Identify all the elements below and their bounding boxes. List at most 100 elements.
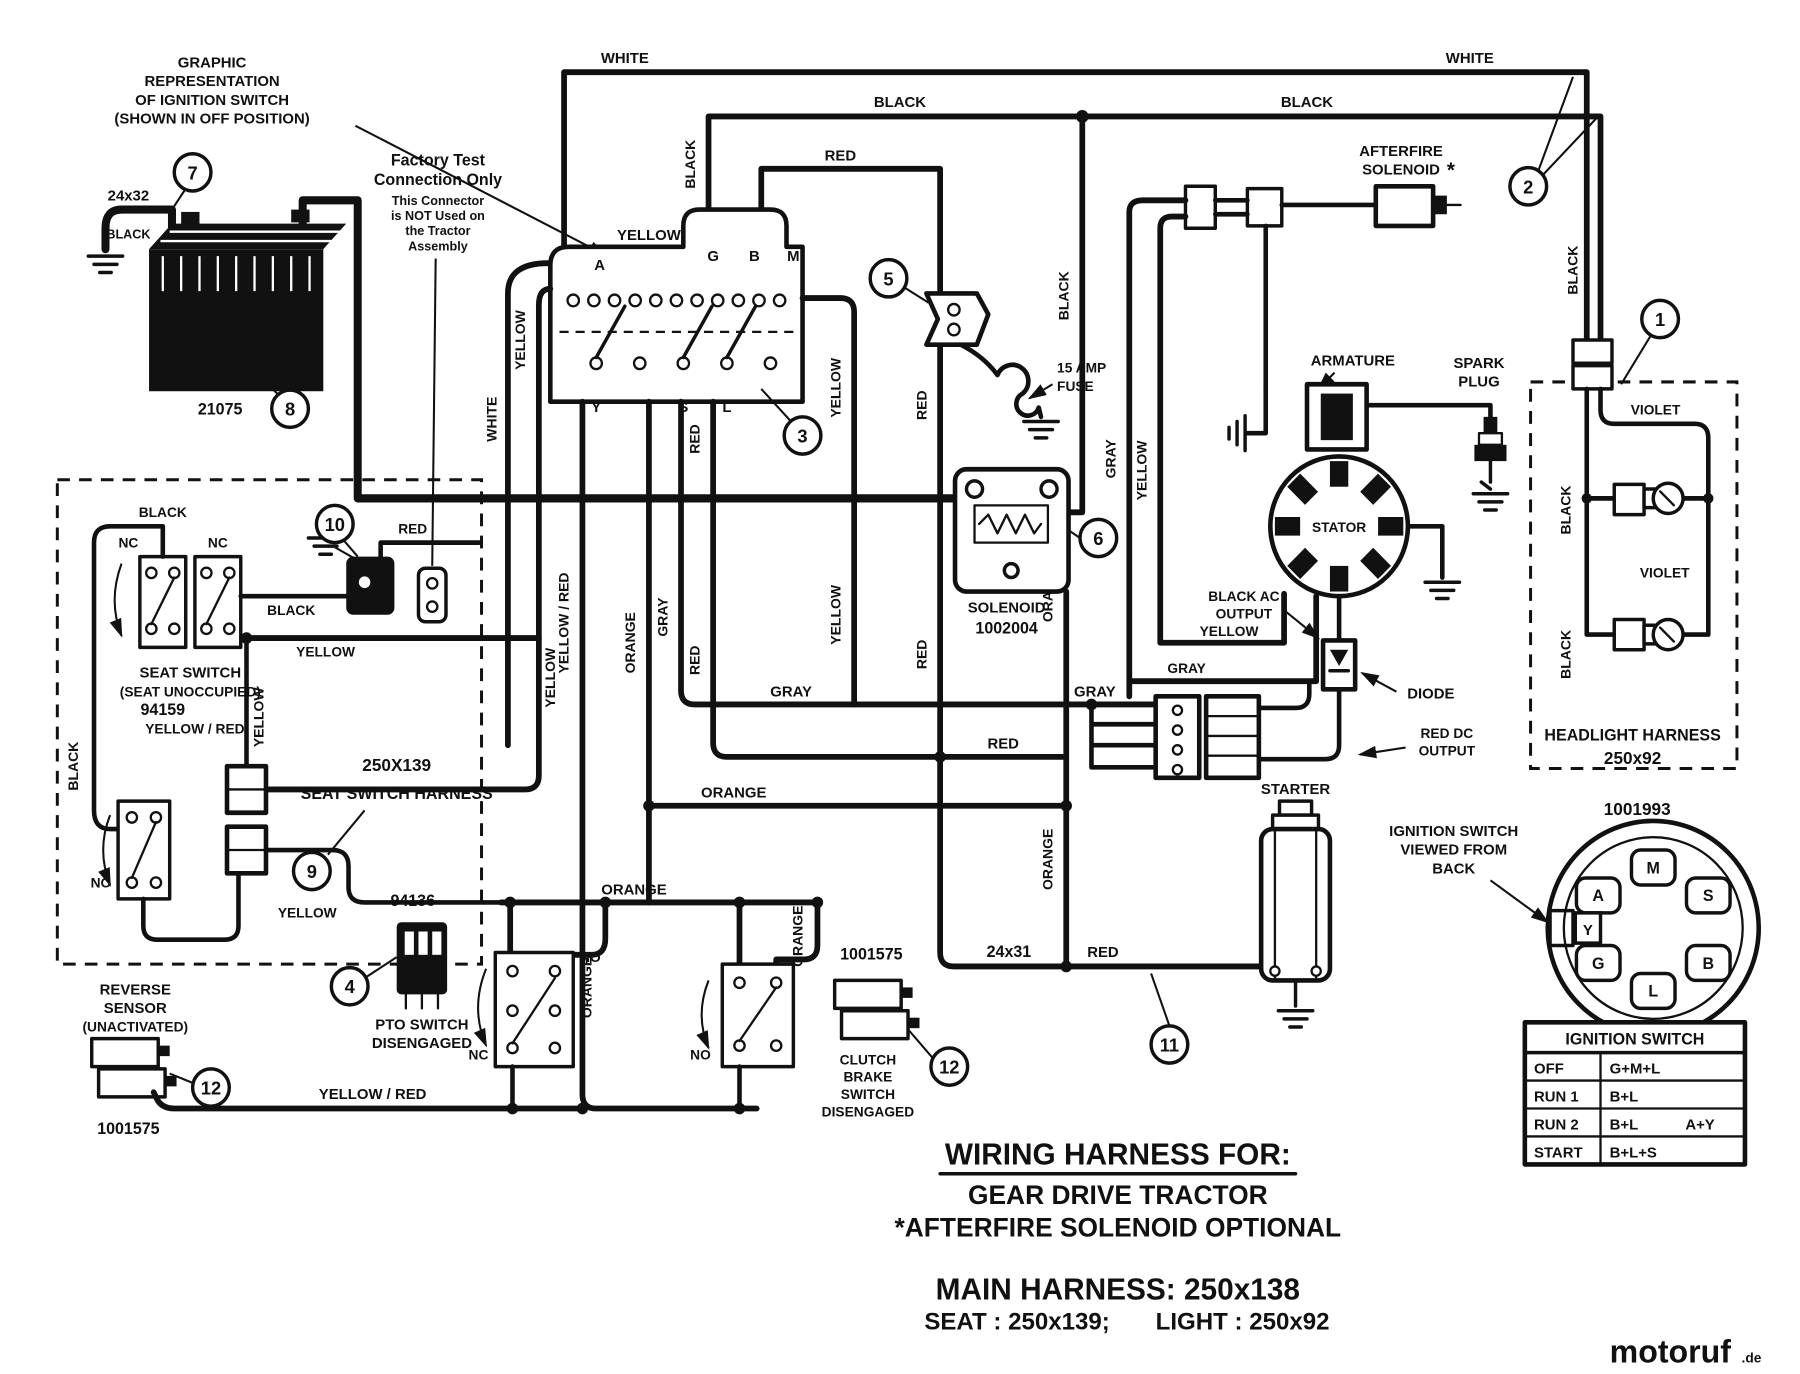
starter-body (1258, 826, 1333, 983)
bulb-filament (1658, 490, 1676, 507)
wire-label-black: BLACK (1565, 246, 1581, 295)
wire-red-top (758, 165, 943, 297)
wire-yellow-right-loop (799, 295, 858, 708)
spark-plug-terminal (1483, 416, 1498, 434)
junction-dot (1060, 799, 1072, 812)
wire-label-orange: ORANGE (1040, 829, 1056, 890)
junction-dot (1581, 493, 1592, 504)
junction-dot (240, 632, 253, 644)
wire-label-gray: GRAY (770, 683, 812, 700)
starter-terminal (1277, 799, 1314, 817)
wire-label-yellow: YELLOW (827, 584, 843, 645)
wire-label-yellow: YELLOW (1200, 623, 1260, 639)
wire-label-white: WHITE (484, 397, 500, 442)
graphic-representation-note: GRAPHIC REPRESENTATION OF IGNITION SWITC… (114, 54, 608, 256)
connector-slot (418, 931, 428, 955)
headlight-dashed-box (1529, 380, 1739, 771)
connector-block-lines (1204, 714, 1260, 757)
wire-black-seat-loop (91, 523, 166, 832)
ground-icon (1423, 580, 1462, 601)
wire-label-black: BLACK (139, 504, 187, 520)
pto-switch-pins (506, 964, 562, 1055)
battery-grid-lines (160, 230, 342, 243)
ignition-terminals: M A S G B L Y (1548, 848, 1732, 1011)
wire-label-orange: ORANGE (701, 785, 766, 802)
connector-slot (404, 931, 414, 955)
afterfire-nub (1433, 195, 1447, 215)
battery-label: BATTERY (223, 336, 287, 352)
callout-leader (169, 1072, 193, 1084)
clutch-switch-pins (733, 976, 783, 1053)
callout-circle-11 (1149, 1024, 1190, 1065)
footer-line1: GEAR DRIVE TRACTOR (968, 1180, 1268, 1210)
wire-orange-clutch-riser2 (773, 899, 821, 968)
headlight-connector (1571, 338, 1614, 366)
connector-pin (425, 576, 439, 590)
wire-label-yellow: YELLOW (617, 227, 682, 244)
fuse-leader (1027, 383, 1054, 400)
pin-label-g: G (707, 248, 719, 265)
engine-area: ARMATURE SPARK PLUG STATOR GRAY YELLOW (1126, 353, 1510, 762)
callout-leader (364, 956, 398, 979)
headlight-harness-label: HEADLIGHT HARNESS (1544, 726, 1721, 744)
wire-label-yellowred: YELLOW / RED (556, 573, 572, 674)
black-ac-label: OUTPUT (1216, 605, 1273, 621)
starter-cable-label: 24x31 (987, 943, 1032, 961)
terminal-y-box (1573, 911, 1603, 945)
battery-cable-label: 24x32 (108, 187, 149, 204)
table-cell-mode: RUN 1 (1534, 1088, 1579, 1105)
junction-dot (733, 1102, 746, 1115)
black-ac-label: BLACK AC (1208, 588, 1279, 604)
clutch-part-number: 1001575 (840, 945, 902, 963)
connector-pins-top (566, 293, 787, 308)
callout-number: 5 (883, 268, 893, 289)
table-cell-extra: A+Y (1685, 1116, 1714, 1133)
wire-diode-out (1256, 687, 1342, 762)
battery-negative-cable (101, 205, 176, 254)
callout-number: 4 (345, 976, 356, 997)
wire-black-headlight (1584, 386, 1617, 637)
callout-circle-1 (1640, 298, 1681, 340)
wire-label-yellowred: YELLOW / RED (145, 720, 244, 736)
callout-leader (760, 388, 792, 423)
junction-dot (506, 1102, 519, 1115)
battery-assembly: BATTERY 21075 24x32 BLACK (86, 187, 960, 503)
switch-contact-line (130, 820, 158, 880)
solenoid-terminal (1039, 479, 1059, 499)
sensor-terminal (158, 1045, 170, 1057)
wire-label-violet: VIOLET (1640, 564, 1690, 580)
reverse-sensor-label: SENSOR (104, 1000, 167, 1017)
red-dc-label: OUTPUT (1419, 743, 1476, 759)
diode-leader (1360, 672, 1397, 693)
ground-icon (1227, 413, 1247, 453)
connector-pins-bottom (589, 356, 778, 371)
se-harness-part: 250X139 (362, 755, 431, 775)
callout-circle-10 (314, 503, 355, 545)
wire-label-orange: ORANGE (601, 881, 666, 898)
wire-black-drop (1067, 113, 1086, 516)
wire-gray-trunk (678, 398, 1159, 708)
wire-label-yellow: YELLOW (1134, 440, 1150, 501)
note-line: REPRESENTATION (144, 73, 279, 90)
footer-title: WIRING HARNESS FOR: (945, 1138, 1291, 1171)
wire-label-gray: GRAY (1074, 683, 1116, 700)
pin-label-nc: NC (469, 1047, 489, 1063)
junction-dot (576, 1102, 589, 1115)
callout-circle-12a (190, 1067, 232, 1108)
connector-pin (947, 302, 961, 317)
clutch-brake-assembly: NO 1001575 CLUTCH BRAKE SWITCH DISENGAGE… (690, 945, 920, 1120)
wire-label-orange: ORANGE (622, 612, 638, 673)
wire-label-orange: ORANGE (790, 906, 806, 967)
ground-icon (1276, 1008, 1315, 1029)
clutch-connector (839, 1008, 910, 1041)
ign-back-label: VIEWED FROM (1400, 842, 1507, 859)
ignition-switch-table: IGNITION SWITCH OFF G+M+L RUN 1 B+L RUN … (1522, 1020, 1748, 1167)
pin-label-no: NO (690, 1047, 711, 1063)
fuse-holder-connector (924, 291, 991, 347)
clutch-label: SWITCH (841, 1086, 895, 1102)
wire-gray-stubs (1089, 702, 1158, 770)
wire-yellow-harness (263, 847, 504, 905)
note-line: Connection Only (374, 171, 502, 189)
pin-label-b: B (749, 248, 760, 265)
red-dc-leader (1357, 745, 1406, 759)
